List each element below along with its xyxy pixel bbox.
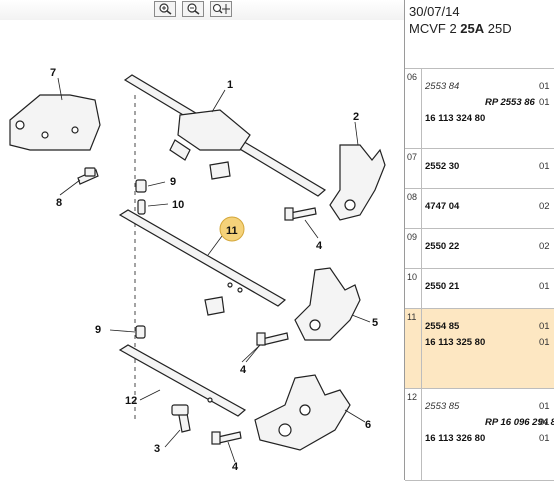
zoom-in-button[interactable] — [154, 1, 176, 17]
part-2-shape — [329, 144, 386, 221]
part-quantity: 01 — [539, 433, 550, 444]
callout-4b: 4 — [240, 364, 247, 376]
part-9a-shape — [135, 179, 147, 193]
row-index: 08 — [405, 189, 422, 228]
part-quantity: 01 — [539, 401, 550, 412]
part-number: RP 2553 86 — [485, 97, 535, 108]
callout-11: 11 — [226, 225, 238, 237]
list-end — [405, 480, 554, 481]
zoom-out-button[interactable] — [182, 1, 204, 17]
callout-12: 12 — [125, 395, 137, 407]
part-quantity: 02 — [539, 201, 550, 212]
callout-10: 10 — [172, 199, 184, 211]
part-number: 16 113 326 80 — [425, 433, 486, 444]
parts-diagram[interactable]: 7 1 2 8 9 10 11 4 5 9 4 12 6 3 4 — [0, 0, 404, 480]
row-index: 12 — [405, 389, 422, 480]
zoom-toolbar — [154, 1, 232, 18]
part-12-shape — [118, 344, 247, 417]
zoom-out-icon — [187, 3, 200, 15]
part-quantity: 02 — [539, 241, 550, 252]
row-index: 09 — [405, 229, 422, 268]
part-quantity: 01 — [539, 281, 550, 292]
callout-7: 7 — [50, 67, 56, 79]
row-index: 07 — [405, 149, 422, 188]
part-number: 2550 22 — [425, 241, 460, 252]
date-label: 30/07/14 — [409, 4, 460, 19]
part-number: RP 16 096 294 80 — [485, 417, 554, 428]
callout-6: 6 — [365, 419, 371, 431]
part-9b-shape — [135, 325, 146, 339]
part-number: 16 113 324 80 — [425, 113, 486, 124]
zoom-move-button[interactable] — [210, 1, 232, 17]
model-label: MCVF 2 25A 25D — [409, 21, 512, 36]
callout-5: 5 — [372, 317, 378, 329]
callout-9b: 9 — [95, 324, 101, 336]
callout-4c: 4 — [232, 461, 239, 473]
callout-9a: 9 — [170, 176, 176, 188]
part-quantity: 01 — [539, 161, 550, 172]
part-quantity: 01 — [539, 97, 550, 108]
callout-8: 8 — [56, 197, 62, 209]
part-5-shape — [294, 267, 361, 341]
callout-11-highlight — [219, 216, 245, 242]
row-index: 06 — [405, 69, 422, 148]
part-quantity: 01 — [539, 417, 550, 428]
part-11-shape — [118, 209, 287, 307]
part-number: 2553 85 — [425, 401, 460, 412]
part-10-shape — [137, 199, 146, 215]
part-quantity: 01 — [539, 81, 550, 92]
callout-1: 1 — [227, 79, 233, 91]
exploded-view: 7 1 2 8 9 10 11 4 5 9 4 12 6 3 4 — [9, 67, 386, 473]
callout-4a: 4 — [316, 240, 323, 252]
part-number: 2550 21 — [425, 281, 460, 292]
row-index: 11 — [405, 309, 422, 388]
callout-2: 2 — [353, 111, 359, 123]
part-number: 2554 85 — [425, 321, 460, 332]
callout-3: 3 — [154, 443, 160, 455]
part-7-shape — [9, 94, 101, 151]
part-number: 2552 30 — [425, 161, 460, 172]
part-quantity: 01 — [539, 337, 550, 348]
part-number: 2553 84 — [425, 81, 460, 92]
zoom-in-icon — [159, 3, 172, 15]
part-quantity: 01 — [539, 321, 550, 332]
zoom-move-icon — [212, 3, 230, 14]
panel-divider — [404, 0, 405, 480]
part-number: 16 113 325 80 — [425, 337, 486, 348]
part-number: 4747 04 — [425, 201, 460, 212]
row-index: 10 — [405, 269, 422, 308]
